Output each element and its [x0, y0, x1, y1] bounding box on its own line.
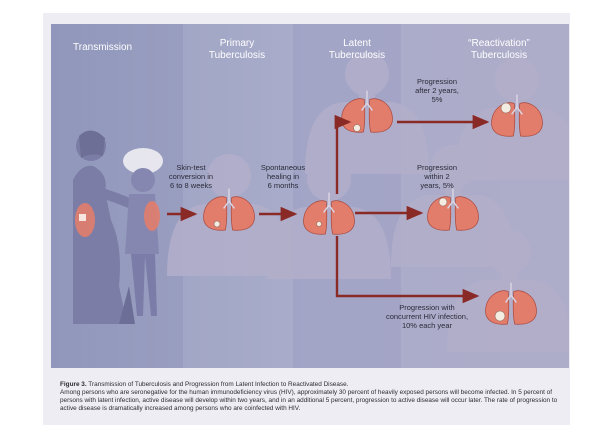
caption-title-text: Transmission of Tuberculosis and Progres…: [87, 381, 349, 388]
healing-line1: Spontaneous: [261, 163, 305, 172]
healing-line2: healing in: [267, 172, 299, 181]
hiv-line3: 10% each year: [402, 321, 453, 330]
after-two-years-line2: after 2 years,: [415, 86, 459, 95]
skin-test-line1: Skin-test: [176, 163, 206, 172]
within-two-years-line2: within 2: [423, 172, 449, 181]
header-transmission: Transmission: [73, 42, 132, 53]
skin-test-line2: conversion in: [169, 172, 213, 181]
header-reactivation-line2: Tuberculosis: [471, 50, 527, 61]
figure-caption: Figure 3. Transmission of Tuberculosis a…: [60, 381, 560, 413]
healing-line3: 6 months: [268, 181, 299, 190]
within-two-years-line1: Progression: [417, 163, 457, 172]
header-reactivation-line1: “Reactivation”: [468, 38, 530, 49]
header-primary-line1: Primary: [220, 38, 254, 49]
within-two-years-line3: years, 5%: [420, 181, 454, 190]
hiv-line1: Progression with: [399, 303, 454, 312]
header-latent-line1: Latent: [343, 38, 371, 49]
header-latent-line2: Tuberculosis: [329, 50, 385, 61]
caption-figure-number: Figure 3.: [60, 381, 87, 388]
caption-body: Among persons who are seronegative for t…: [60, 389, 560, 413]
child-lung: [144, 201, 160, 231]
after-two-years-line3: 5%: [432, 95, 443, 104]
skin-test-line3: 6 to 8 weeks: [170, 181, 212, 190]
hiv-line2: concurrent HIV infection,: [386, 312, 468, 321]
child-head: [131, 168, 155, 192]
tuberculosis-diagram: Transmission Primary Tuberculosis Latent…: [51, 24, 569, 368]
header-primary-line2: Tuberculosis: [209, 50, 265, 61]
caption-title: Figure 3. Transmission of Tuberculosis a…: [60, 381, 560, 389]
after-two-years-line1: Progression: [417, 77, 457, 86]
